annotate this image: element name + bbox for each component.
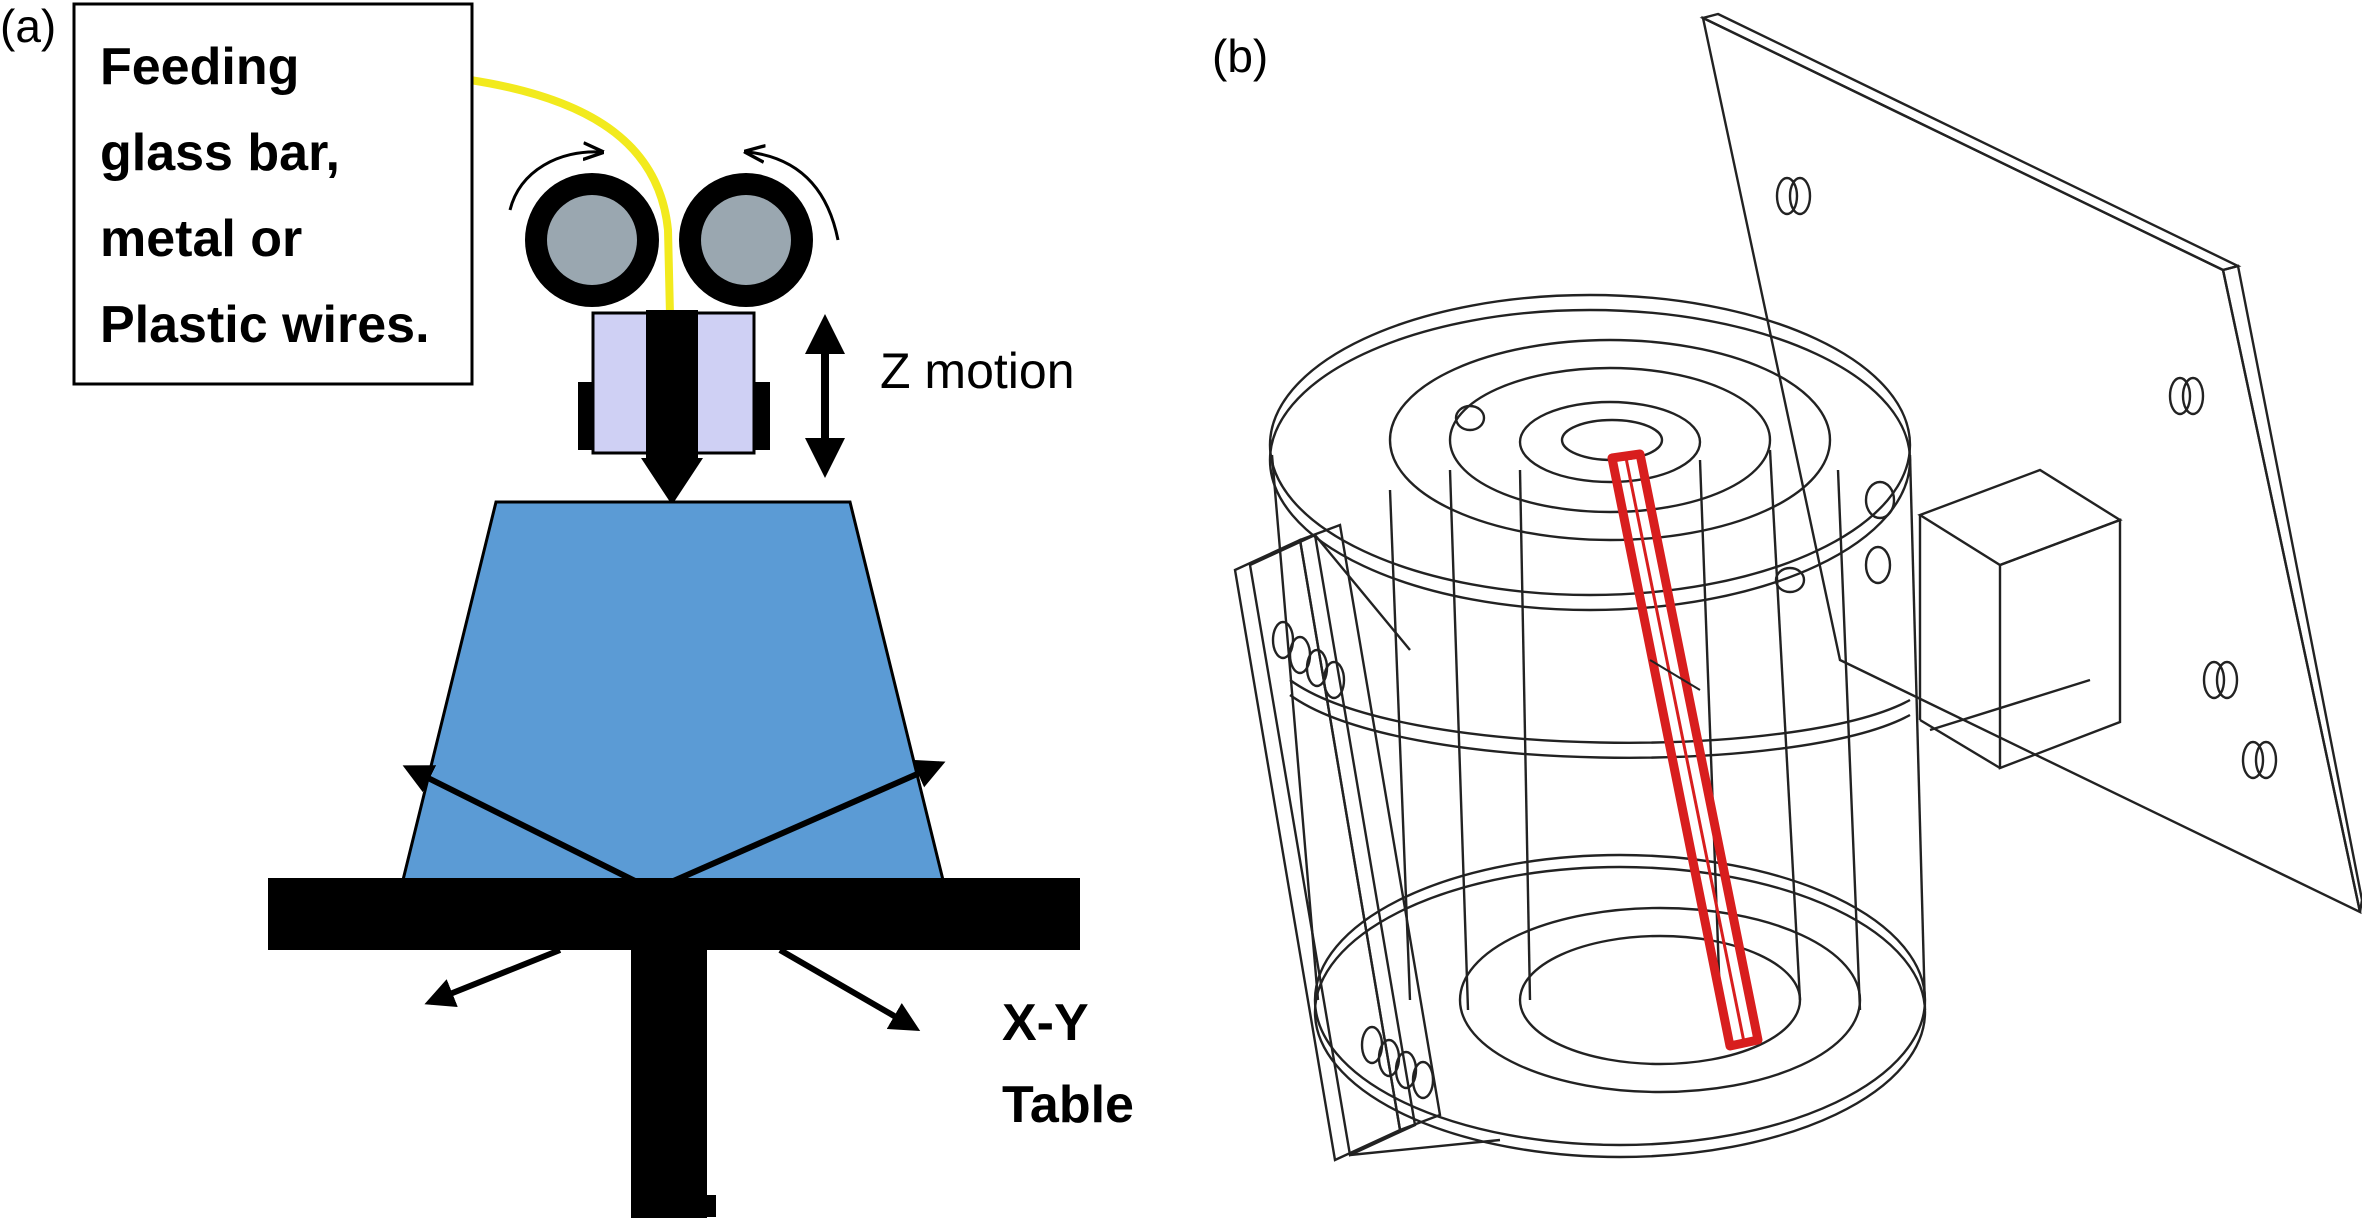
panel-a: (a) Feeding glass bar, metal or Plastic …: [0, 0, 1134, 1218]
xy-motion-arrows: [402, 759, 946, 1032]
feeding-callout-line-1: Feeding: [100, 38, 299, 96]
printed-part: [401, 500, 945, 882]
filament-wire: [469, 76, 674, 316]
extruder-head: [578, 310, 770, 505]
feeding-callout-line-3: metal or: [100, 210, 302, 268]
xy-table-label-line-1: X-Y: [1002, 994, 1089, 1052]
panel-a-label: (a): [0, 0, 56, 52]
right-feed-roller: [679, 173, 813, 307]
feeding-callout-box: [72, 2, 474, 386]
xy-table-top: [268, 878, 1080, 950]
xy-table-label-line-2: Table: [1002, 1076, 1134, 1134]
mounting-plate: [1699, 12, 2362, 915]
xy-table-stem: [631, 940, 707, 1218]
feeding-callout-line-2: glass bar,: [100, 124, 340, 182]
z-motion-label: Z motion: [880, 343, 1075, 399]
side-bracket: [1917, 468, 2123, 770]
feeding-callout-line-4: Plastic wires.: [100, 296, 430, 354]
left-roller-rotation-arrow: [508, 152, 600, 211]
wireframe-assembly: [1233, 12, 2362, 1162]
panel-b: (b): [1212, 12, 2362, 1162]
outer-cylinder: [1268, 293, 1927, 1159]
panel-b-label: (b): [1212, 30, 1268, 82]
nozzle-tip: [641, 458, 703, 505]
front-flange: [1233, 523, 1501, 1162]
right-roller-rotation-arrow: [748, 152, 840, 241]
highlighted-rod: [1607, 449, 1763, 1051]
left-feed-roller: [525, 173, 659, 307]
